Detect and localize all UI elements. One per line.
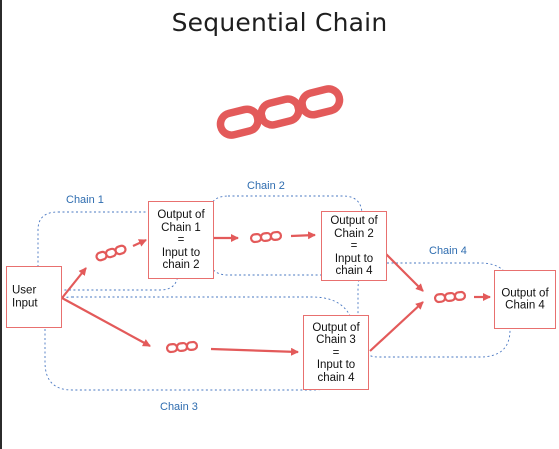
- chain2-output-box: Output of Chain 2 = Input to chain 4: [321, 211, 387, 281]
- chain1-link-icon: [94, 243, 128, 263]
- left-edge-border: [0, 0, 2, 449]
- chain1-output-text: Output of Chain 1 = Input to chain 2: [157, 208, 205, 271]
- arrow-chain2-to-output2: [290, 231, 316, 240]
- arrow-chain1-to-output1: [132, 239, 147, 247]
- chain2-output-text: Output of Chain 2 = Input to chain 4: [330, 214, 378, 277]
- arrow-output3-to-chain4: [369, 301, 424, 352]
- chain-link-icon: [216, 85, 344, 139]
- chain2-label: Chain 2: [247, 180, 285, 192]
- chain1-output-box: Output of Chain 1 = Input to chain 2: [148, 201, 214, 279]
- chain2-link-icon: [249, 230, 283, 244]
- arrow-input-to-chain1: [61, 267, 87, 299]
- chain4-link-icon: [433, 290, 467, 304]
- chain4-label: Chain 4: [429, 245, 467, 257]
- arrow-chain3-to-output3: [210, 347, 299, 356]
- chain3-output-box: Output of Chain 3 = Input to chain 4: [303, 315, 369, 390]
- arrow-output2-to-chain4: [385, 253, 424, 292]
- user-input-text: User Input: [12, 284, 38, 310]
- user-input-box: User Input: [6, 266, 62, 328]
- chain3-output-text: Output of Chain 3 = Input to chain 4: [312, 321, 360, 384]
- final-output-text: Output of Chain 4: [501, 287, 549, 312]
- page-title: Sequential Chain: [171, 8, 388, 37]
- chain3-label: Chain 3: [160, 401, 198, 413]
- arrow-input-to-chain3: [61, 297, 151, 347]
- final-output-box: Output of Chain 4: [494, 270, 556, 329]
- chain3-link-icon: [165, 340, 199, 354]
- chain1-label: Chain 1: [66, 194, 104, 206]
